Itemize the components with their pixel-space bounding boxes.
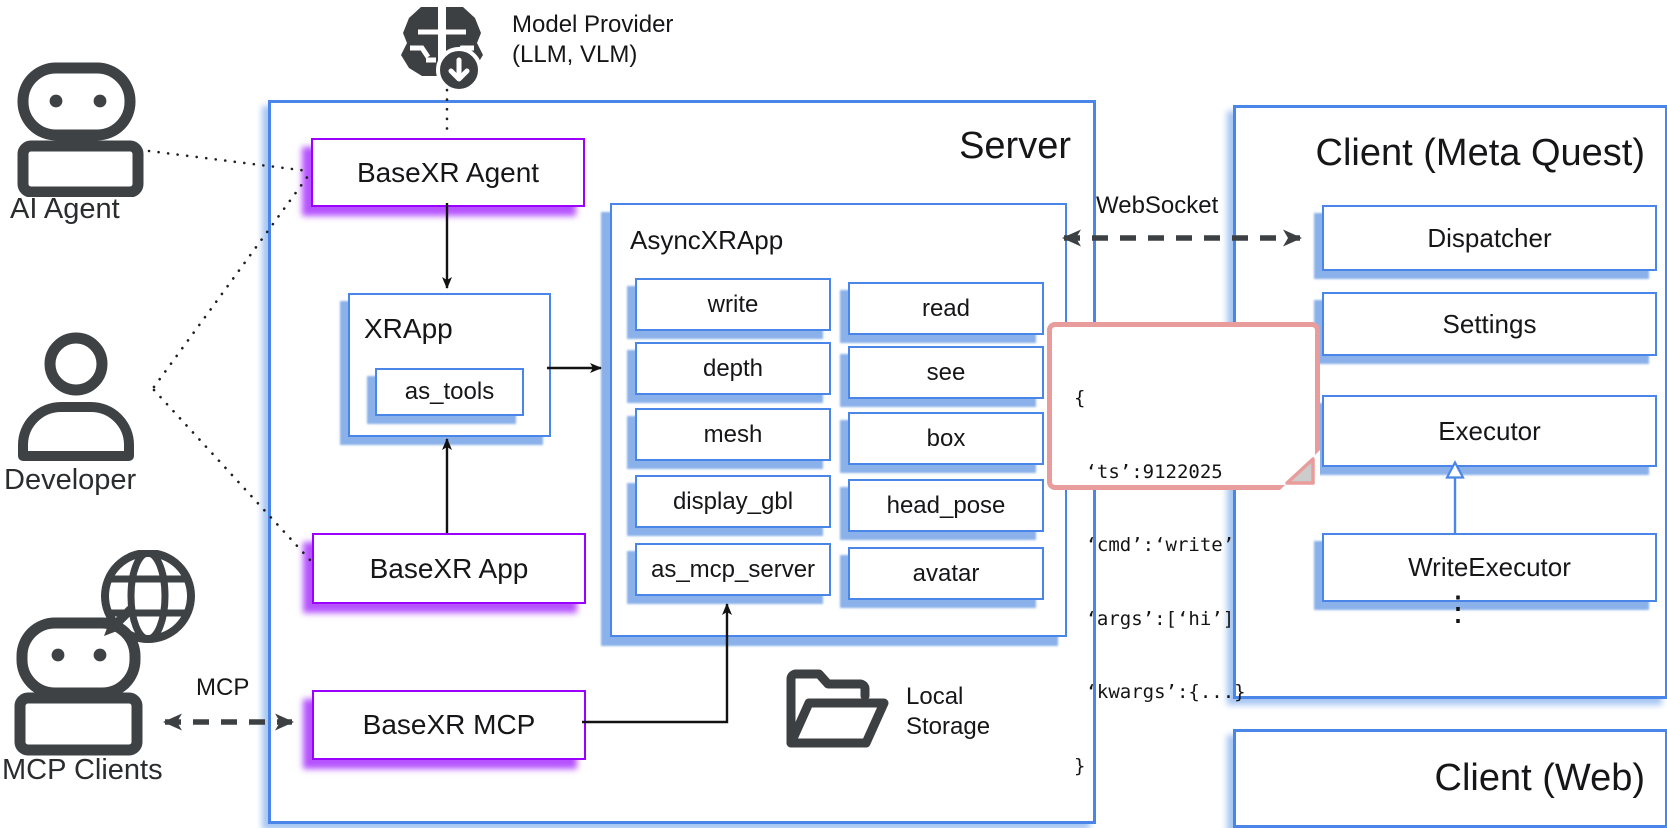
basexr-app-label: BaseXR App bbox=[369, 552, 529, 584]
basexr-mcp-label: BaseXR MCP bbox=[362, 709, 536, 740]
method-box: box bbox=[848, 412, 1044, 465]
code-line: { bbox=[1074, 387, 1086, 409]
method-display-gbl: display_gbl bbox=[635, 475, 831, 528]
model-provider-label: Model Provider (LLM, VLM) bbox=[512, 10, 673, 70]
method-label: avatar bbox=[912, 559, 980, 587]
method-label: as_mcp_server bbox=[650, 555, 816, 583]
method-label: see bbox=[926, 358, 966, 386]
ai-agent-label: AI Agent bbox=[10, 193, 120, 225]
server-title: Server bbox=[959, 125, 1071, 167]
async-xrapp-title: AsyncXRApp bbox=[630, 225, 784, 255]
mcp-clients-label: MCP Clients bbox=[2, 754, 163, 786]
basexr-mcp-box: BaseXR MCP bbox=[312, 690, 586, 760]
message-code: { ‘ts’:9122025 ‘cmd’:‘write’ ‘args’:[‘hi… bbox=[1074, 337, 1246, 827]
method-see: see bbox=[848, 346, 1044, 399]
basexr-agent-label: BaseXR Agent bbox=[356, 156, 540, 188]
method-as-mcp-server: as_mcp_server bbox=[635, 543, 831, 596]
robot-globe-icon bbox=[14, 550, 195, 756]
component-executor: Executor bbox=[1322, 395, 1657, 467]
model-provider-line2: (LLM, VLM) bbox=[512, 41, 638, 68]
code-line: ‘args’:[‘hi’] bbox=[1074, 607, 1235, 630]
method-label: read bbox=[921, 294, 971, 322]
method-label: depth bbox=[702, 354, 764, 382]
websocket-message-note: { ‘ts’:9122025 ‘cmd’:‘write’ ‘args’:[‘hi… bbox=[1047, 322, 1320, 777]
code-line: ‘ts’:9122025 bbox=[1074, 460, 1223, 483]
xrapp-label: XRApp bbox=[364, 313, 453, 344]
folder-icon bbox=[786, 669, 889, 748]
method-write: write bbox=[635, 278, 831, 331]
local-storage-label: Local Storage bbox=[906, 682, 990, 742]
component-label: Settings bbox=[1442, 308, 1537, 339]
component-label: Executor bbox=[1438, 415, 1541, 446]
developer-icon bbox=[18, 332, 134, 461]
method-label: display_gbl bbox=[672, 487, 794, 515]
client-web-box: Client (Web) bbox=[1233, 729, 1667, 828]
method-depth: depth bbox=[635, 342, 831, 395]
websocket-arrow-label: WebSocket bbox=[1096, 192, 1219, 219]
method-label: box bbox=[926, 424, 966, 452]
note-fold-icon bbox=[1280, 450, 1320, 490]
developer-label: Developer bbox=[4, 464, 137, 496]
basexr-app-box: BaseXR App bbox=[312, 533, 586, 604]
local-storage-line1: Local bbox=[906, 683, 964, 710]
method-label: mesh bbox=[703, 420, 763, 448]
method-head-pose: head_pose bbox=[848, 479, 1044, 532]
code-line: ‘cmd’:‘write’ bbox=[1074, 534, 1235, 556]
method-label: write bbox=[707, 290, 759, 318]
method-mesh: mesh bbox=[635, 408, 831, 461]
client-meta-quest-title: Client (Meta Quest) bbox=[1315, 132, 1645, 174]
method-label: head_pose bbox=[886, 491, 1006, 519]
component-settings: Settings bbox=[1322, 292, 1657, 356]
component-label: WriteExecutor bbox=[1408, 552, 1571, 582]
code-line: } bbox=[1074, 754, 1086, 777]
local-storage-line2: Storage bbox=[906, 713, 991, 740]
client-web-title: Client (Web) bbox=[1434, 757, 1645, 799]
component-dispatcher: Dispatcher bbox=[1322, 205, 1657, 271]
method-avatar: avatar bbox=[848, 547, 1044, 600]
ellipsis-icon: ⋮ bbox=[1441, 590, 1475, 628]
component-writeexecutor: WriteExecutor bbox=[1322, 533, 1657, 602]
mcp-arrow-label: MCP bbox=[196, 674, 250, 701]
method-read: read bbox=[848, 282, 1044, 335]
as-tools-box: as_tools bbox=[375, 368, 524, 416]
as-tools-label: as_tools bbox=[404, 378, 495, 405]
basexr-agent-box: BaseXR Agent bbox=[311, 138, 585, 207]
brain-model-icon bbox=[401, 7, 483, 93]
code-line: ‘kwargs’:{...} bbox=[1074, 681, 1246, 703]
robot-icon bbox=[17, 62, 144, 197]
model-provider-line1: Model Provider bbox=[512, 11, 674, 38]
component-label: Dispatcher bbox=[1427, 222, 1552, 253]
